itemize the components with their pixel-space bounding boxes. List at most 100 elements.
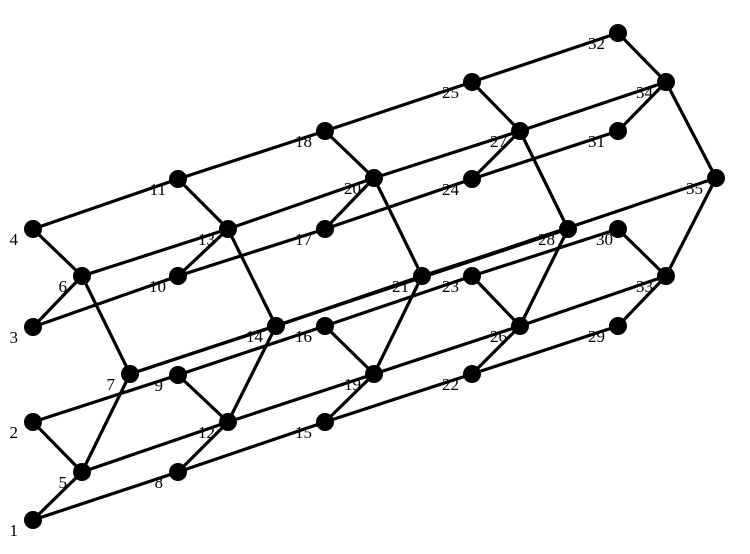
edge-25-27 — [470, 80, 522, 133]
edge-27-28 — [518, 129, 570, 231]
edge-16-19 — [323, 324, 376, 376]
edge-26-28 — [518, 227, 570, 328]
edge-2-5 — [31, 420, 84, 474]
node-25 — [463, 73, 481, 91]
node-24 — [463, 170, 481, 188]
edge-20-21 — [372, 176, 424, 278]
node-3 — [24, 318, 42, 336]
node-32 — [609, 24, 627, 42]
edge-22-26 — [470, 324, 522, 376]
edge-24-31 — [470, 129, 620, 181]
edge-10-17 — [176, 227, 327, 278]
node-30 — [609, 220, 627, 238]
edge-23-26 — [470, 274, 522, 328]
edge-3-6 — [31, 274, 84, 329]
node-14 — [267, 317, 285, 335]
node-18 — [316, 122, 334, 140]
edge-20-27 — [372, 129, 522, 180]
node-label-28: 28 — [538, 230, 555, 249]
node-label-3: 3 — [10, 328, 19, 347]
edge-13-20 — [226, 176, 376, 231]
edge-19-26 — [372, 324, 522, 376]
node-label-18: 18 — [295, 132, 312, 151]
edge-15-19 — [323, 372, 376, 424]
node-label-6: 6 — [59, 277, 68, 296]
edge-29-33 — [616, 274, 668, 328]
node-label-11: 11 — [150, 180, 166, 199]
edge-6-13 — [80, 227, 230, 278]
edge-1-8 — [31, 470, 180, 522]
node-label-26: 26 — [490, 327, 507, 346]
node-label-23: 23 — [442, 277, 459, 296]
node-label-16: 16 — [295, 327, 312, 346]
node-label-27: 27 — [490, 132, 508, 151]
node-33 — [657, 267, 675, 285]
edge-layer — [31, 31, 718, 522]
node-35 — [707, 169, 725, 187]
edge-23-30 — [470, 227, 620, 278]
node-label-4: 4 — [10, 230, 19, 249]
node-label-32: 32 — [588, 34, 605, 53]
node-6 — [73, 267, 91, 285]
node-16 — [316, 317, 334, 335]
node-label-5: 5 — [59, 473, 68, 492]
edge-25-32 — [470, 31, 620, 84]
edge-4-6 — [31, 227, 84, 278]
edge-9-12 — [176, 373, 230, 424]
node-label-30: 30 — [596, 230, 613, 249]
edge-24-27 — [470, 129, 522, 181]
node-28 — [559, 220, 577, 238]
node-1 — [24, 511, 42, 529]
edge-19-21 — [372, 274, 424, 376]
node-label-22: 22 — [442, 375, 459, 394]
edge-12-19 — [226, 372, 376, 424]
node-34 — [657, 73, 675, 91]
node-12 — [219, 413, 237, 431]
node-17 — [316, 220, 334, 238]
node-31 — [609, 122, 627, 140]
edge-6-7 — [80, 274, 132, 376]
edge-17-20 — [323, 176, 376, 231]
edge-32-34 — [616, 31, 668, 84]
node-11 — [169, 170, 187, 188]
edge-9-16 — [176, 324, 327, 377]
node-8 — [169, 463, 187, 481]
edge-31-34 — [616, 80, 668, 133]
edge-17-24 — [323, 177, 474, 231]
node-21 — [413, 267, 431, 285]
edge-4-11 — [31, 177, 180, 231]
node-26 — [511, 317, 529, 335]
edge-10-13 — [176, 227, 230, 278]
edge-27-34 — [518, 80, 668, 133]
node-label-25: 25 — [442, 83, 459, 102]
edge-22-29 — [470, 324, 620, 376]
edge-3-10 — [31, 274, 180, 329]
node-13 — [219, 220, 237, 238]
edge-13-14 — [226, 227, 278, 328]
node-label-21: 21 — [392, 277, 409, 296]
node-label-10: 10 — [149, 277, 166, 296]
node-15 — [316, 413, 334, 431]
node-label-35: 35 — [686, 179, 703, 198]
node-23 — [463, 267, 481, 285]
node-layer — [24, 24, 725, 529]
edge-18-25 — [323, 80, 474, 133]
node-29 — [609, 317, 627, 335]
node-19 — [365, 365, 383, 383]
node-10 — [169, 267, 187, 285]
edge-11-13 — [176, 177, 230, 231]
edge-5-12 — [80, 420, 230, 474]
edge-34-35 — [664, 80, 718, 180]
node-label-33: 33 — [636, 277, 653, 296]
node-label-13: 13 — [198, 230, 215, 249]
edge-12-14 — [226, 324, 278, 424]
edge-16-23 — [323, 274, 474, 328]
node-label-7: 7 — [107, 375, 116, 394]
edge-5-7 — [80, 372, 132, 474]
node-22 — [463, 365, 481, 383]
node-9 — [169, 366, 187, 384]
label-layer: 1234567891011121314151617181920212223242… — [10, 34, 704, 540]
node-label-8: 8 — [155, 473, 164, 492]
node-27 — [511, 122, 529, 140]
edge-1-5 — [31, 470, 84, 522]
